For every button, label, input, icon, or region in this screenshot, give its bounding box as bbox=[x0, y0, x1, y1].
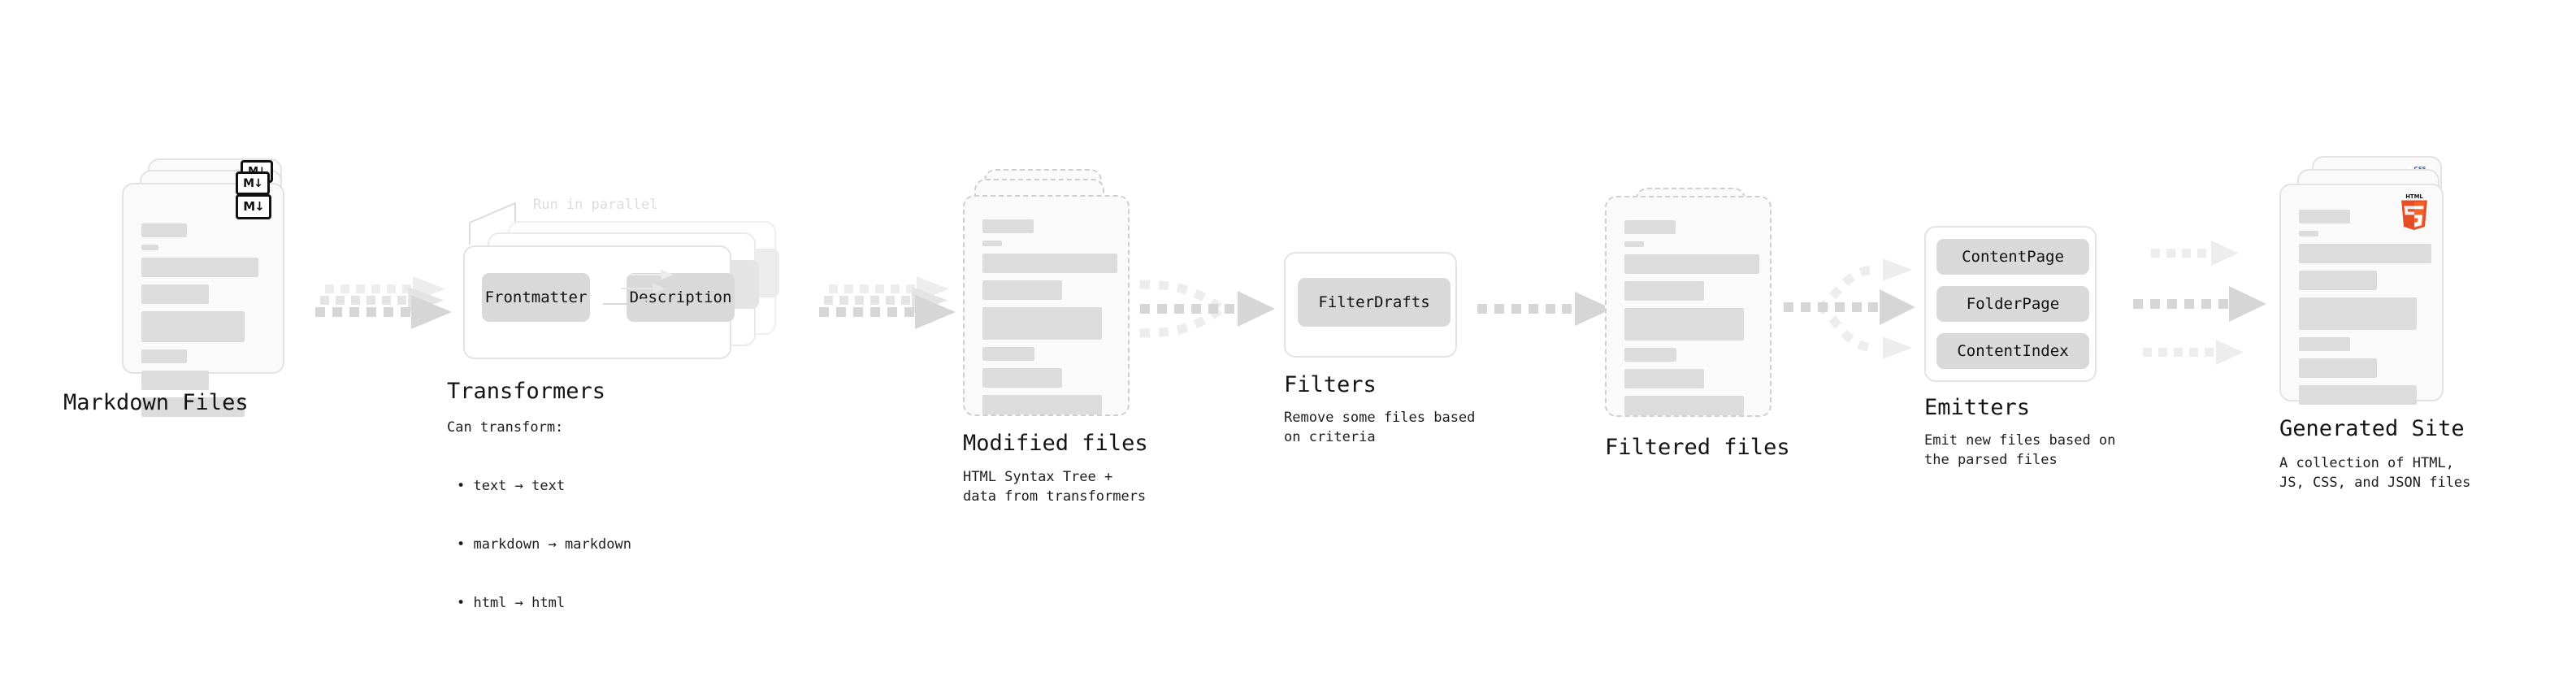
emitter-chip-folderpage[interactable]: FolderPage bbox=[1936, 286, 2089, 322]
placeholder-line bbox=[2299, 271, 2377, 290]
stage-markdown-files: M↓ M↓ M↓ Markdown Files bbox=[63, 158, 301, 417]
placeholder-line bbox=[141, 258, 258, 277]
placeholder-line bbox=[2299, 337, 2350, 351]
emitter-chip-contentindex[interactable]: ContentIndex bbox=[1936, 333, 2089, 369]
markdown-card-stack: M↓ bbox=[122, 158, 301, 417]
placeholder-line bbox=[1624, 348, 1676, 362]
html5-badge-icon: HTML bbox=[2401, 193, 2427, 230]
emitters-card[interactable]: ContentPage FolderPage ContentIndex bbox=[1924, 226, 2097, 382]
placeholder-line bbox=[982, 280, 1062, 300]
placeholder-line bbox=[2299, 385, 2417, 405]
placeholder-line bbox=[141, 311, 245, 342]
generated-placeholder-lines bbox=[2299, 210, 2431, 412]
markdown-badge-icon: M↓ bbox=[236, 194, 271, 219]
placeholder-line bbox=[2299, 244, 2431, 263]
placeholder-line bbox=[141, 245, 158, 250]
markdown-placeholder-lines bbox=[141, 223, 265, 424]
emitter-chip-contentpage[interactable]: ContentPage bbox=[1936, 239, 2089, 275]
placeholder-line bbox=[982, 347, 1034, 361]
stage-title-emitters: Emitters bbox=[1924, 395, 2031, 420]
placeholder-line bbox=[2299, 210, 2350, 223]
placeholder-line bbox=[1624, 241, 1644, 247]
placeholder-line bbox=[2299, 297, 2417, 330]
connector-modified-to-filters bbox=[1139, 280, 1275, 338]
transformer-card-front[interactable]: Frontmatter Description bbox=[463, 245, 735, 359]
transformers-bullet-list: • text → text • markdown → markdown • ht… bbox=[457, 437, 631, 652]
placeholder-line bbox=[1624, 281, 1704, 301]
placeholder-line bbox=[1624, 254, 1759, 274]
stage-title-filters: Filters bbox=[1284, 372, 1377, 397]
placeholder-line bbox=[1624, 308, 1744, 340]
stage-title-modified-files: Modified files bbox=[963, 431, 1148, 456]
connector-transformers-to-modified bbox=[819, 276, 956, 329]
markdown-badge-icon-mid: M↓ bbox=[236, 171, 270, 195]
placeholder-line bbox=[141, 284, 209, 304]
filtered-card-front bbox=[1605, 196, 1772, 417]
placeholder-line bbox=[982, 254, 1117, 273]
generated-site-description: A collection of HTML, JS, CSS, and JSON … bbox=[2279, 455, 2471, 491]
placeholder-line bbox=[1624, 396, 1744, 415]
stage-filtered-files: Filtered files bbox=[1605, 183, 1790, 460]
connector-filters-to-filtered bbox=[1477, 292, 1612, 326]
placeholder-line bbox=[141, 223, 187, 237]
generated-card-stack: CSS JS HTML bbox=[2279, 156, 2474, 405]
placeholder-line bbox=[982, 368, 1062, 388]
generated-card-front: HTML bbox=[2279, 184, 2444, 405]
filters-card[interactable]: FilterDrafts bbox=[1284, 252, 1457, 358]
connector-emitters-to-site bbox=[2133, 241, 2266, 365]
placeholder-line bbox=[1624, 369, 1704, 388]
filter-chip-filterdrafts[interactable]: FilterDrafts bbox=[1298, 278, 1451, 327]
bullet-item: • html → html bbox=[457, 595, 566, 611]
modified-placeholder-lines bbox=[982, 219, 1117, 422]
bullet-item: • text → text bbox=[457, 478, 566, 494]
placeholder-line bbox=[2299, 358, 2377, 378]
placeholder-line bbox=[141, 397, 245, 417]
markdown-card-front: M↓ bbox=[122, 183, 284, 417]
placeholder-line bbox=[982, 307, 1102, 340]
stage-title-filtered-files: Filtered files bbox=[1605, 435, 1790, 460]
connector-filtered-to-emitters bbox=[1784, 258, 1915, 359]
transformers-description: Can transform: bbox=[447, 419, 564, 436]
modified-files-description: HTML Syntax Tree + data from transformer… bbox=[963, 469, 1147, 505]
filtered-card-stack bbox=[1605, 183, 1784, 417]
run-in-parallel-bracket bbox=[469, 202, 516, 245]
run-in-parallel-label: Run in parallel bbox=[533, 197, 658, 213]
transformer-inner-arrows bbox=[603, 269, 674, 310]
bullet-item: • markdown → markdown bbox=[457, 536, 631, 553]
stage-title-generated-site: Generated Site bbox=[2279, 416, 2465, 441]
stage-modified-files: Modified files HTML Syntax Tree + data f… bbox=[963, 163, 1148, 505]
filtered-placeholder-lines bbox=[1624, 220, 1759, 423]
emitters-description: Emit new files based on the parsed files bbox=[1924, 432, 2116, 468]
placeholder-line bbox=[1624, 220, 1676, 234]
transformer-chip-description[interactable]: Description bbox=[627, 273, 735, 322]
modified-card-stack bbox=[963, 163, 1142, 416]
stage-title-transformers: Transformers bbox=[447, 379, 606, 404]
svg-text:HTML: HTML bbox=[2405, 193, 2423, 200]
placeholder-line bbox=[141, 371, 209, 390]
stage-generated-site: CSS JS HTML Generate bbox=[2279, 156, 2474, 491]
stage-title-markdown-files: Markdown Files bbox=[63, 390, 249, 415]
placeholder-line bbox=[982, 219, 1034, 233]
filters-description: Remove some files based on criteria bbox=[1284, 410, 1476, 445]
connector-md-to-transformers bbox=[315, 276, 452, 329]
placeholder-line bbox=[982, 395, 1102, 414]
placeholder-line bbox=[141, 349, 187, 363]
placeholder-line bbox=[2299, 231, 2318, 236]
transformer-chip-frontmatter[interactable]: Frontmatter bbox=[482, 273, 590, 322]
modified-card-front bbox=[963, 195, 1130, 416]
placeholder-line bbox=[982, 241, 1002, 246]
